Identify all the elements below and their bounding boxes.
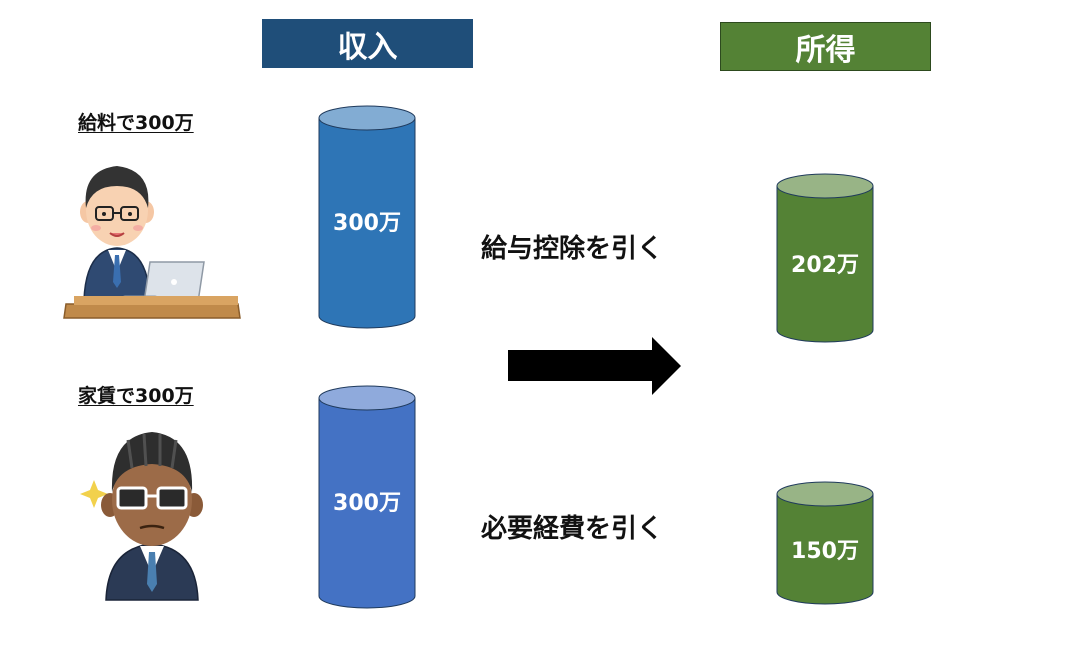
result-cylinder-salary-body bbox=[776, 185, 874, 343]
result-cylinder-rent-body bbox=[776, 493, 874, 605]
income-cylinder-rent-value: 300万 bbox=[333, 491, 401, 516]
result-cylinder-rent-value: 150万 bbox=[791, 539, 859, 564]
shotoku-header-label: 所得 bbox=[795, 32, 856, 68]
result-cylinder-rent-top bbox=[776, 481, 874, 507]
case-label-salary: 給料で300万 bbox=[78, 112, 194, 134]
arrow-right-icon bbox=[508, 337, 681, 395]
result-cylinder-salary: 202万 bbox=[776, 173, 874, 343]
income-header: 収入 bbox=[262, 19, 473, 68]
cylinder-layer: 300万 300万 202万 150万 bbox=[318, 105, 874, 609]
case-label-rent: 家賃で300万 bbox=[78, 385, 194, 407]
landlord-sunglasses-icon bbox=[80, 432, 203, 601]
income-cylinder-rent: 300万 bbox=[318, 385, 416, 609]
shotoku-header: 所得 bbox=[720, 22, 931, 71]
deduction-label-rent: 必要経費を引く bbox=[481, 514, 664, 544]
deduction-label-salary: 給与控除を引く bbox=[481, 234, 664, 264]
result-cylinder-salary-top bbox=[776, 173, 874, 199]
income-cylinder-rent-top bbox=[318, 385, 416, 411]
income-cylinder-rent-body bbox=[318, 397, 416, 609]
income-cylinder-salary: 300万 bbox=[318, 105, 416, 329]
income-cylinder-salary-body bbox=[318, 117, 416, 329]
income-header-label: 収入 bbox=[337, 29, 398, 65]
result-cylinder-salary-value: 202万 bbox=[791, 253, 859, 278]
office-worker-laptop-icon bbox=[63, 166, 241, 319]
result-cylinder-rent: 150万 bbox=[776, 481, 874, 605]
income-cylinder-salary-value: 300万 bbox=[333, 211, 401, 236]
income-cylinder-salary-top bbox=[318, 105, 416, 131]
